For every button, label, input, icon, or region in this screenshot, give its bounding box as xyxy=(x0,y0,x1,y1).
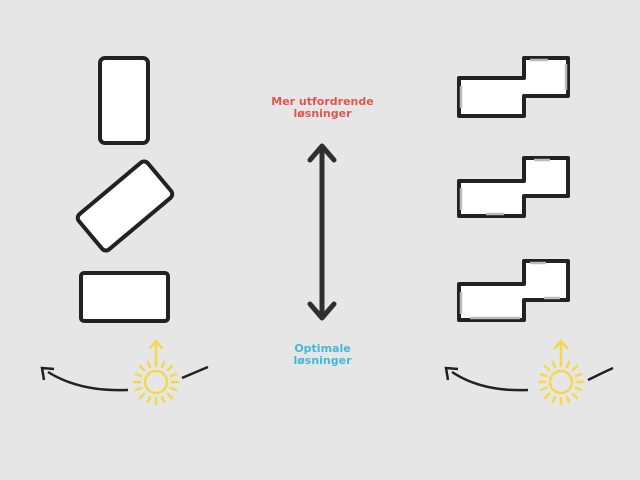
optimal-label-line1: Optimale xyxy=(294,342,351,355)
floorplan-2 xyxy=(457,156,570,218)
challenging-label-line2: løsninger xyxy=(293,107,352,120)
sun-path-tail xyxy=(181,365,209,380)
building-horizontal xyxy=(79,271,170,323)
sun-path-tail-right xyxy=(587,366,614,382)
floorplan-1 xyxy=(457,56,570,118)
right-floorplans xyxy=(457,56,570,322)
sun-path-arrow-head xyxy=(40,366,55,381)
challenging-label-line1: Mer utfordrende xyxy=(271,95,374,108)
building-vertical xyxy=(98,56,150,145)
left-buildings xyxy=(75,56,175,323)
optimal-label-line2: løsninger xyxy=(293,354,352,367)
sun-path-arrow-head-right xyxy=(444,366,459,381)
floorplan-3 xyxy=(457,259,570,322)
challenging-solutions-label: Mer utfordrende løsninger xyxy=(250,96,395,120)
right-sun-group xyxy=(444,339,614,406)
left-sun-group xyxy=(40,339,209,406)
optimal-solutions-label: Optimale løsninger xyxy=(250,343,395,367)
sun-icon xyxy=(132,339,180,406)
double-arrow-icon xyxy=(307,143,337,321)
building-diagonal xyxy=(75,159,175,253)
sun-icon-right xyxy=(537,339,585,406)
window-marks xyxy=(459,58,568,320)
sun-path-arrow-icon-right xyxy=(451,370,529,392)
sun-path-arrow-icon xyxy=(47,370,129,392)
